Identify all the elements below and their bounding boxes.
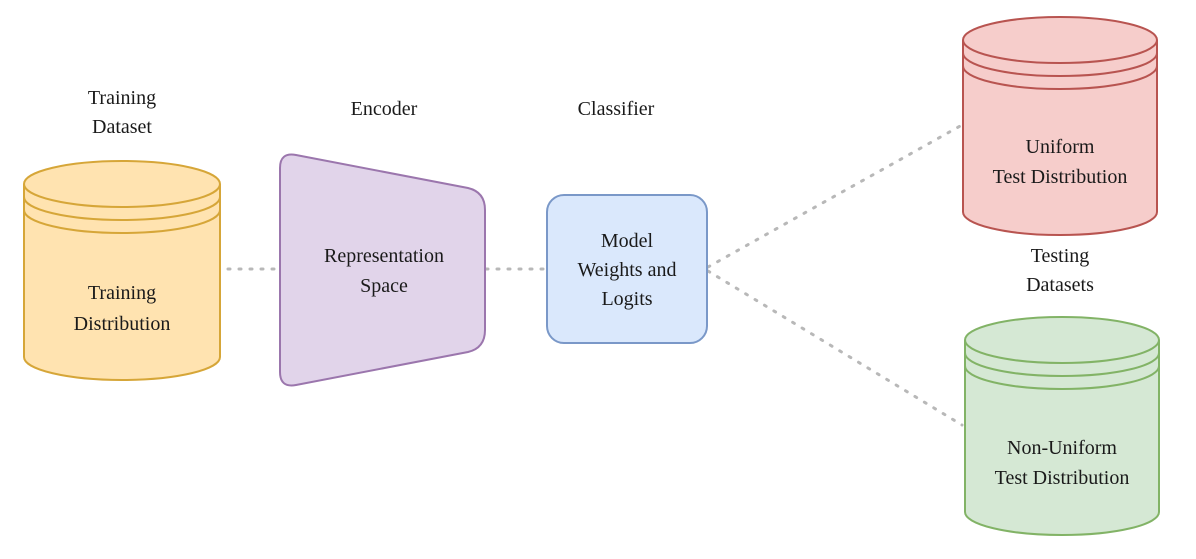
classifier-box xyxy=(546,194,708,344)
training-distribution-label-line2: Distribution xyxy=(74,313,171,335)
training-cylinder-body xyxy=(23,184,221,381)
uniform-cylinder-top xyxy=(962,16,1158,64)
nonuniform-cylinder-body xyxy=(964,340,1160,536)
connector-classifier-uniform xyxy=(706,123,964,269)
nonuniform-label-line1: Non-Uniform xyxy=(1007,437,1117,459)
encoder-block: Representation Space xyxy=(279,153,486,387)
connectors xyxy=(226,123,964,427)
uniform-label-line1: Uniform xyxy=(1026,136,1095,158)
testing-datasets-label-line1: Testing xyxy=(1031,245,1090,267)
uniform-cylinder-body xyxy=(962,40,1158,236)
classifier-box-label-line3: Logits xyxy=(601,288,652,310)
classifier-block: Model Weights and Logits xyxy=(546,194,708,344)
nonuniform-test-cylinder: Non-Uniform Test Distribution xyxy=(964,316,1160,536)
nonuniform-cylinder-ring-2 xyxy=(964,365,1160,390)
nonuniform-cylinder-top xyxy=(964,316,1160,364)
classifier-box-label-line1: Model xyxy=(601,230,654,252)
connector-classifier-nonuniform xyxy=(706,269,964,427)
training-dataset-label-line2: Dataset xyxy=(92,116,152,138)
training-distribution-label-line1: Training xyxy=(88,282,156,304)
representation-space-label-line1: Representation xyxy=(324,245,444,267)
nonuniform-label-line2: Test Distribution xyxy=(995,467,1130,489)
training-cylinder-ring-1 xyxy=(23,196,221,221)
uniform-cylinder-ring-1 xyxy=(962,52,1158,77)
training-cylinder-ring-2 xyxy=(23,209,221,234)
training-cylinder-top xyxy=(23,160,221,208)
encoder-label: Encoder xyxy=(351,98,418,120)
testing-datasets-label-line2: Datasets xyxy=(1026,274,1094,296)
nonuniform-cylinder-ring-1 xyxy=(964,352,1160,377)
uniform-label-line2: Test Distribution xyxy=(993,166,1128,188)
training-distribution-cylinder: Training Distribution xyxy=(23,160,221,381)
representation-space-label-line2: Space xyxy=(360,275,408,297)
uniform-test-cylinder: Uniform Test Distribution xyxy=(962,16,1158,236)
classifier-box-label-line2: Weights and xyxy=(578,259,677,281)
uniform-cylinder-ring-2 xyxy=(962,65,1158,90)
training-dataset-label-line1: Training xyxy=(88,87,156,109)
encoder-trapezoid xyxy=(279,153,486,387)
classifier-label: Classifier xyxy=(578,98,655,120)
